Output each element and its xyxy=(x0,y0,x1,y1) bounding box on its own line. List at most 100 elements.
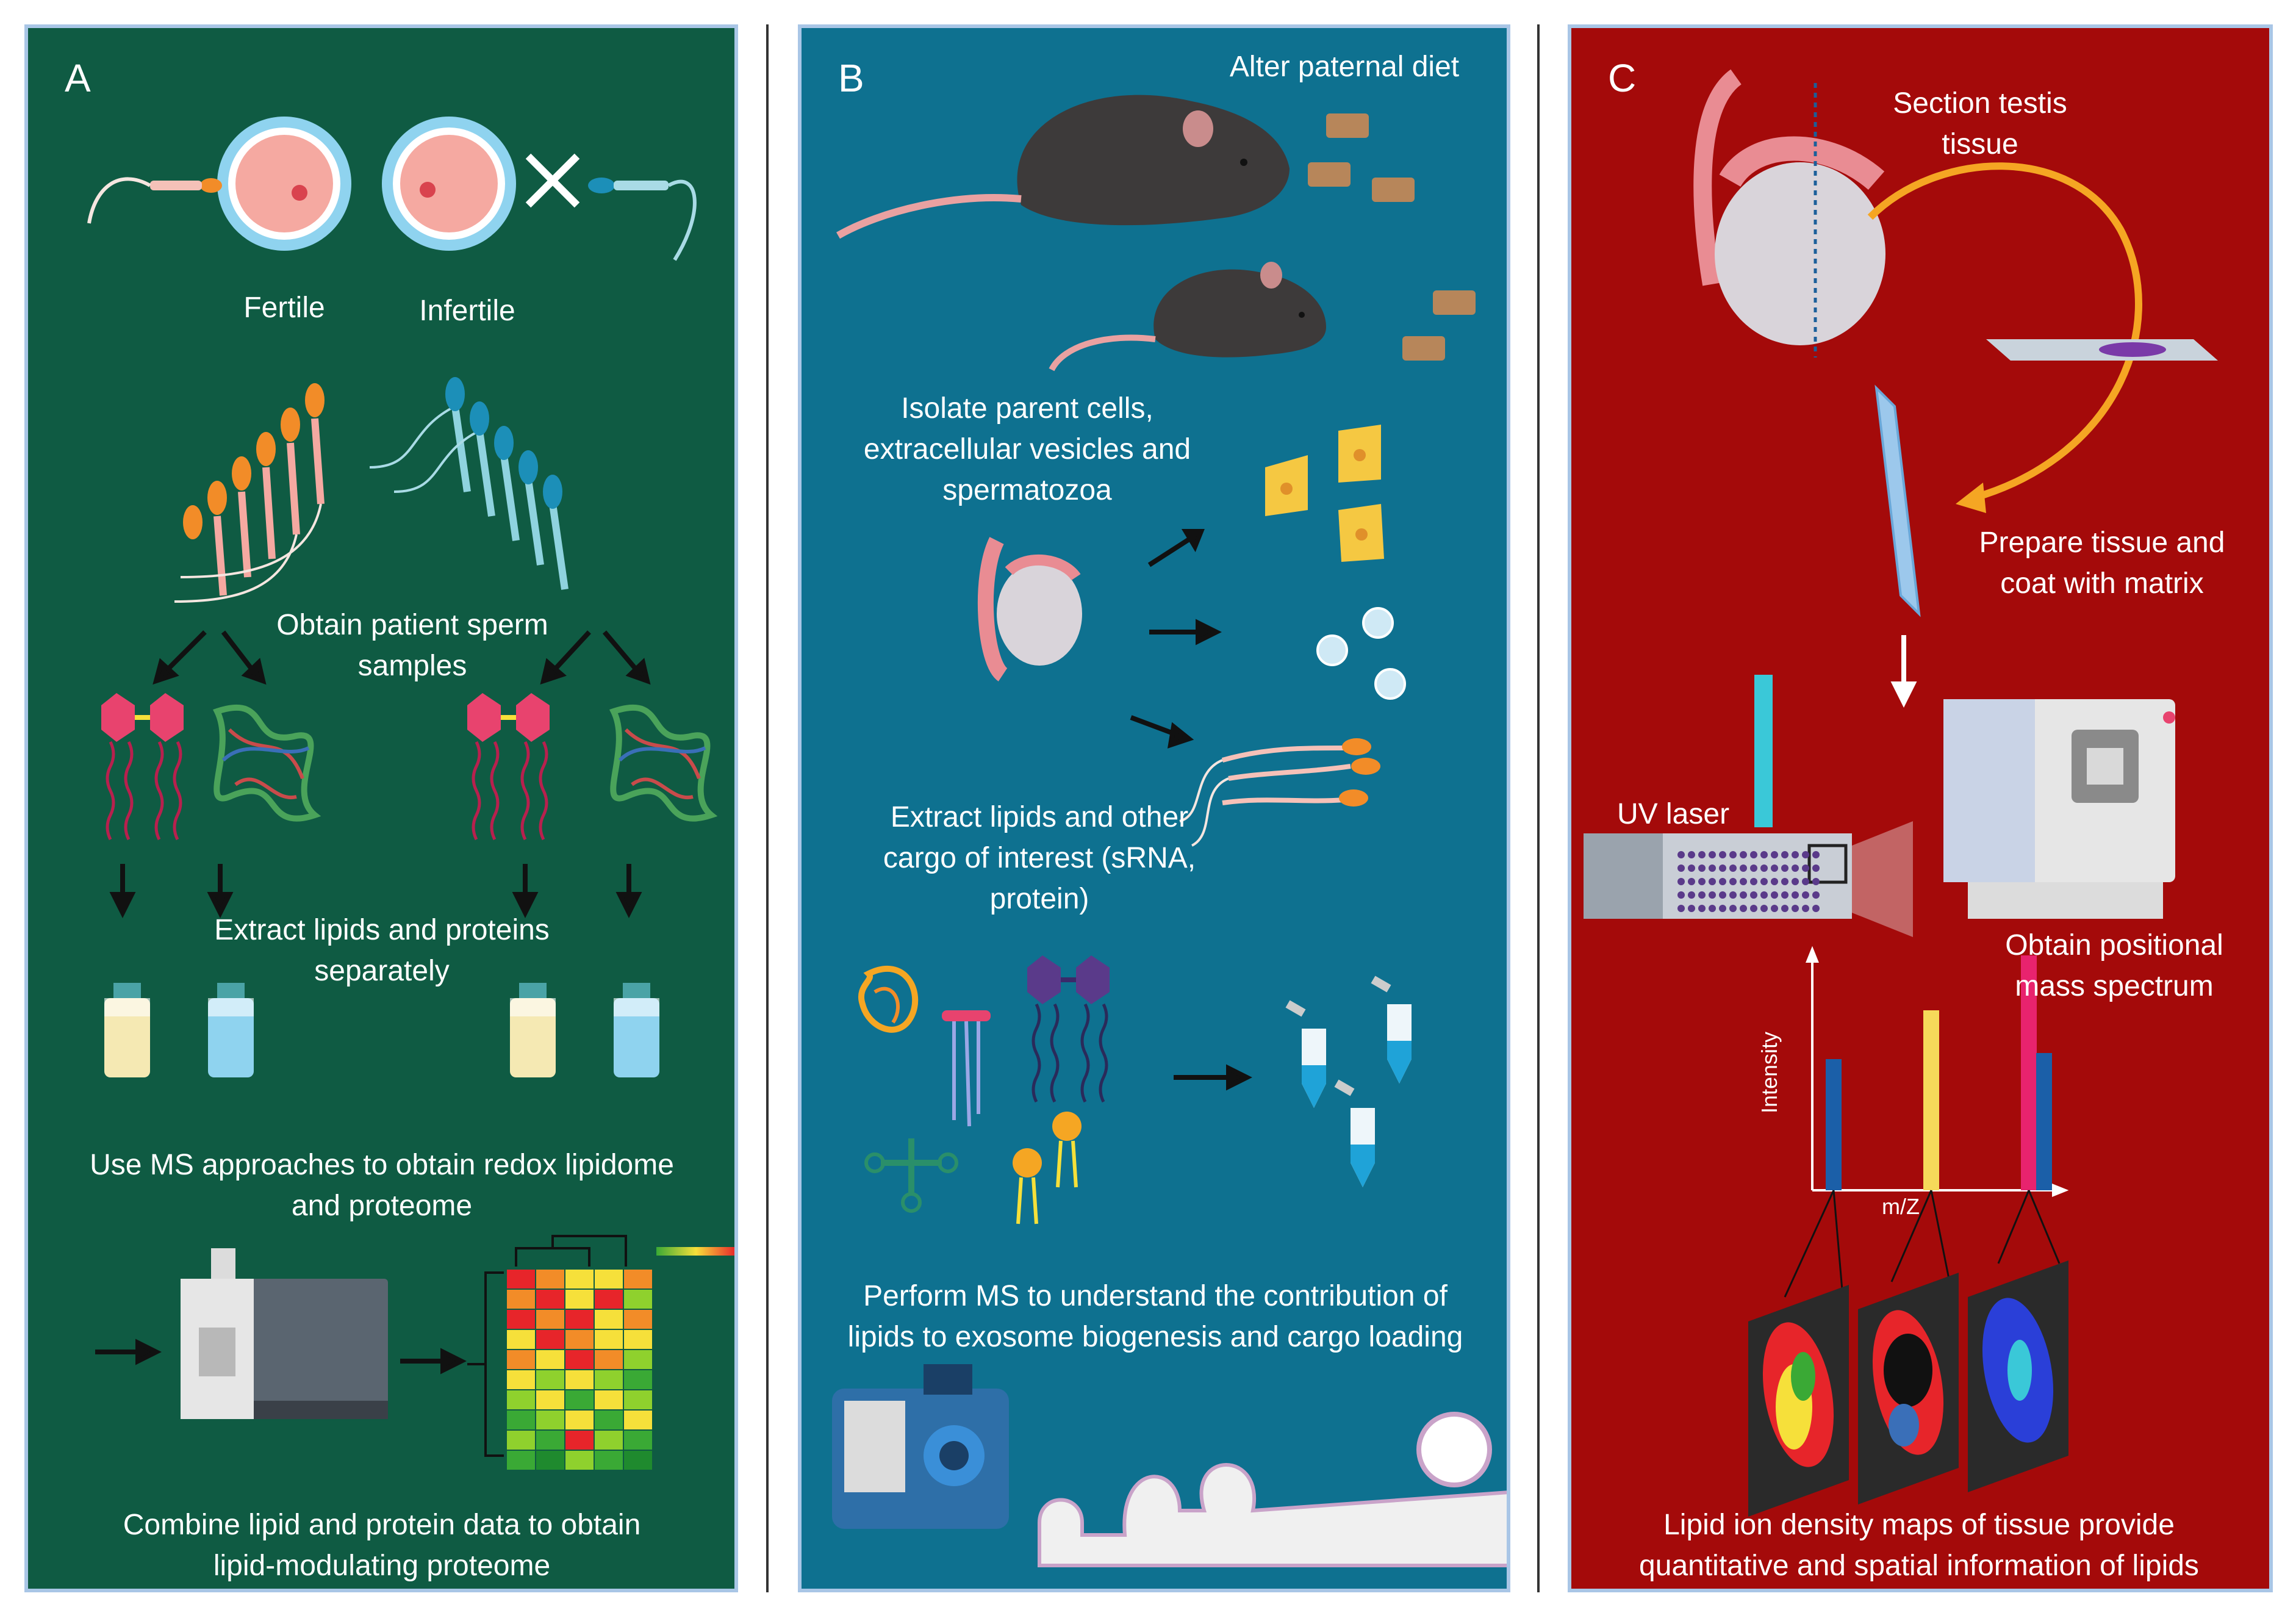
heatmap-cell xyxy=(536,1330,564,1349)
lipid-icon-right xyxy=(467,693,550,841)
spermatozoa-icons xyxy=(1179,738,1380,847)
sample-spot xyxy=(1688,905,1695,912)
panel-b-step-3: Extract lipids and other cargo of intere… xyxy=(883,801,1196,915)
sample-spot xyxy=(1792,878,1799,885)
sample-spot xyxy=(1771,864,1778,872)
heatmap-cell xyxy=(624,1370,652,1389)
sample-spot xyxy=(1792,851,1799,858)
down-arrows xyxy=(109,864,642,918)
sample-spot xyxy=(1781,891,1788,899)
sample-spot xyxy=(1792,864,1799,872)
panel-a-step-4: Combine lipid and protein data to obtain… xyxy=(123,1509,641,1582)
sample-spot xyxy=(1750,864,1757,872)
food-pellet-icons xyxy=(1308,113,1476,361)
divider-bc xyxy=(1537,24,1540,1592)
spectrum-zoom-lines xyxy=(1784,1190,2061,1298)
divider-ab xyxy=(766,24,769,1592)
sample-spot xyxy=(1729,851,1737,858)
sample-spot xyxy=(1698,878,1706,885)
sample-spot xyxy=(1750,905,1757,912)
sample-spot xyxy=(1802,905,1809,912)
heatmap-cell xyxy=(565,1350,594,1369)
sample-spot xyxy=(1781,851,1788,858)
heatmap xyxy=(507,1270,652,1470)
heatmap-cell xyxy=(507,1370,535,1389)
panel-b-step-4: Perform MS to understand the contributio… xyxy=(847,1280,1463,1353)
sample-spot xyxy=(1750,851,1757,858)
extracellular-vesicle-icons xyxy=(1316,607,1406,700)
heatmap-cell xyxy=(565,1451,594,1470)
sample-spot xyxy=(1781,905,1788,912)
heatmap-cell xyxy=(565,1370,594,1389)
lipid-icon-left xyxy=(101,693,184,841)
sample-spot xyxy=(1792,891,1799,899)
sample-spot xyxy=(1719,864,1726,872)
sample-spot xyxy=(1750,878,1757,885)
heatmap-cell xyxy=(624,1290,652,1309)
arrow-to-tubes xyxy=(1174,1064,1252,1091)
sample-spot xyxy=(1771,905,1778,912)
panel-b: B Alter paternal diet xyxy=(798,24,1510,1592)
sample-spot xyxy=(1677,905,1685,912)
sample-spot xyxy=(1698,891,1706,899)
heatmap-cell xyxy=(624,1310,652,1329)
sample-spot xyxy=(1771,851,1778,858)
sample-spot xyxy=(1760,891,1768,899)
sample-spot xyxy=(1781,878,1788,885)
heatmap-cell xyxy=(507,1350,535,1369)
sample-spot xyxy=(1677,851,1685,858)
sample-spot xyxy=(1688,878,1695,885)
sample-spot xyxy=(1719,851,1726,858)
sample-spot xyxy=(1812,864,1820,872)
sample-spot xyxy=(1740,851,1747,858)
heatmap-cell xyxy=(595,1350,623,1369)
panel-c: C Section testis tissue xyxy=(1568,24,2273,1592)
heatmap-color-scale xyxy=(656,1247,734,1256)
ion-density-map-2 xyxy=(1858,1273,1959,1504)
heatmap-cell xyxy=(565,1411,594,1429)
heatmap-cell xyxy=(624,1350,652,1369)
sample-spot xyxy=(1688,851,1695,858)
heatmap-cell xyxy=(536,1270,564,1289)
heatmap-cell xyxy=(507,1270,535,1289)
testis-icon-c xyxy=(1693,69,1885,358)
spectrum-bar xyxy=(1826,1059,1842,1190)
panel-c-step-2: Prepare tissue and coat with matrix xyxy=(1979,527,2225,600)
sample-spot xyxy=(1792,905,1799,912)
vial-lipid-left-icon xyxy=(104,983,150,1077)
panel-c-step-4: Lipid ion density maps of tissue provide… xyxy=(1639,1509,2199,1582)
srna-cargo-icon xyxy=(864,1138,958,1213)
sample-spot xyxy=(1709,851,1716,858)
small-mouse-icon xyxy=(1049,262,1326,372)
heatmap-cell xyxy=(507,1290,535,1309)
heatmap-dendrogram xyxy=(467,1235,627,1457)
testis-icon-b xyxy=(977,537,1082,681)
branch-arrows xyxy=(152,630,651,685)
spectrum-bar xyxy=(2021,955,2037,1190)
isolation-arrows xyxy=(1130,529,1222,749)
infertile-sperm-icon xyxy=(588,178,697,261)
panel-b-step-1: Alter paternal diet xyxy=(1229,51,1460,83)
heatmap-cell xyxy=(565,1431,594,1450)
panel-c-letter: C xyxy=(1608,56,1637,100)
vial-lipid-right-icon xyxy=(510,983,556,1077)
sample-spot xyxy=(1709,864,1716,872)
heatmap-cell xyxy=(624,1431,652,1450)
maldi-source-icon xyxy=(1584,821,1913,937)
sample-spot xyxy=(1729,864,1737,872)
sample-spot xyxy=(1688,864,1695,872)
curved-arrow-icon xyxy=(1867,162,2142,513)
heatmap-cell xyxy=(595,1270,623,1289)
panel-a: A xyxy=(24,24,738,1592)
arrow-to-maldi xyxy=(1890,635,1917,708)
heatmap-cell xyxy=(507,1330,535,1349)
panel-a-illustration xyxy=(87,117,734,1470)
heatmap-cell xyxy=(624,1411,652,1429)
heatmap-cell xyxy=(595,1431,623,1450)
heatmap-cell xyxy=(565,1290,594,1309)
protein-icon-right xyxy=(609,705,718,822)
sample-spot xyxy=(1760,905,1768,912)
heatmap-cell xyxy=(624,1451,652,1470)
sample-spot xyxy=(1740,905,1747,912)
ion-density-map-1 xyxy=(1748,1285,1849,1517)
